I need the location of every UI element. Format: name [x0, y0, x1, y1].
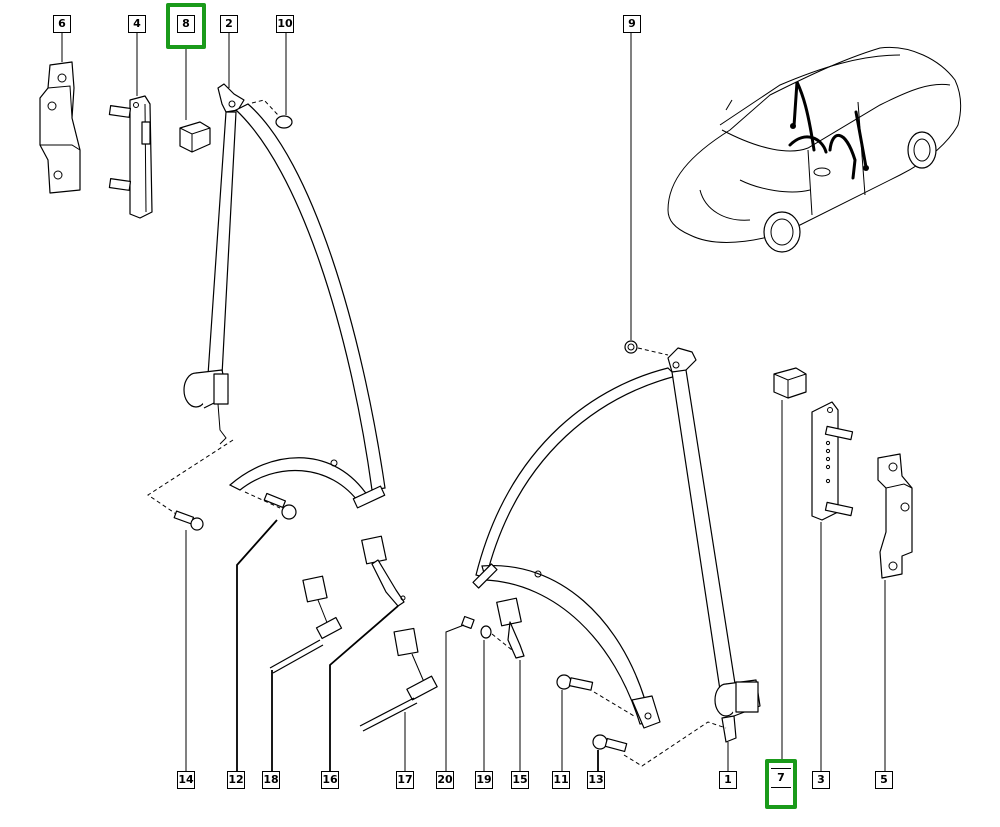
callout-17[interactable]: 17: [396, 771, 414, 789]
mounting-bracket-left-icon[interactable]: [39, 61, 81, 194]
callout-13[interactable]: 13: [587, 771, 605, 789]
buckle-stalk-16-icon[interactable]: [361, 535, 406, 607]
callout-14[interactable]: 14: [177, 771, 195, 789]
callout-11[interactable]: 11: [552, 771, 570, 789]
bolt-12-icon[interactable]: [263, 492, 297, 520]
cap-nut-left-icon[interactable]: [275, 115, 293, 129]
callout-10[interactable]: 10: [276, 15, 294, 33]
callout-6[interactable]: 6: [53, 15, 71, 33]
washer-19-icon[interactable]: [480, 625, 492, 639]
callout-4[interactable]: 4: [128, 15, 146, 33]
callout-19[interactable]: 19: [475, 771, 493, 789]
seat-belt-retractor-right-icon[interactable]: [472, 347, 761, 743]
height-adjuster-rail-right-icon[interactable]: [811, 401, 854, 521]
nut-right-icon[interactable]: [624, 340, 638, 354]
screw-20-icon[interactable]: [460, 615, 475, 630]
trim-cap-right-icon[interactable]: [773, 367, 807, 399]
callout-20[interactable]: 20: [436, 771, 454, 789]
seat-belt-retractor-left-icon[interactable]: [183, 83, 386, 509]
sedan-location-thumbnail-icon: [667, 46, 962, 253]
trim-cap-left-icon[interactable]: [179, 121, 211, 153]
pretensioner-buckle-17-icon[interactable]: [359, 627, 438, 732]
pretensioner-buckle-18-icon[interactable]: [269, 575, 343, 674]
callout-7[interactable]: 7: [771, 768, 791, 788]
height-adjuster-rail-left-icon[interactable]: [108, 95, 153, 219]
mounting-bracket-right-icon[interactable]: [877, 453, 913, 579]
callout-3[interactable]: 3: [812, 771, 830, 789]
callout-8[interactable]: 8: [177, 15, 195, 33]
bolt-13-icon[interactable]: [592, 734, 628, 753]
callout-1[interactable]: 1: [719, 771, 737, 789]
bolt-14-icon[interactable]: [173, 510, 204, 531]
callout-2[interactable]: 2: [220, 15, 238, 33]
bolt-11-icon[interactable]: [556, 674, 594, 691]
callout-9[interactable]: 9: [623, 15, 641, 33]
callout-5[interactable]: 5: [875, 771, 893, 789]
buckle-stalk-15-icon[interactable]: [496, 597, 525, 659]
callout-12[interactable]: 12: [227, 771, 245, 789]
callout-18[interactable]: 18: [262, 771, 280, 789]
callout-15[interactable]: 15: [511, 771, 529, 789]
callout-16[interactable]: 16: [321, 771, 339, 789]
